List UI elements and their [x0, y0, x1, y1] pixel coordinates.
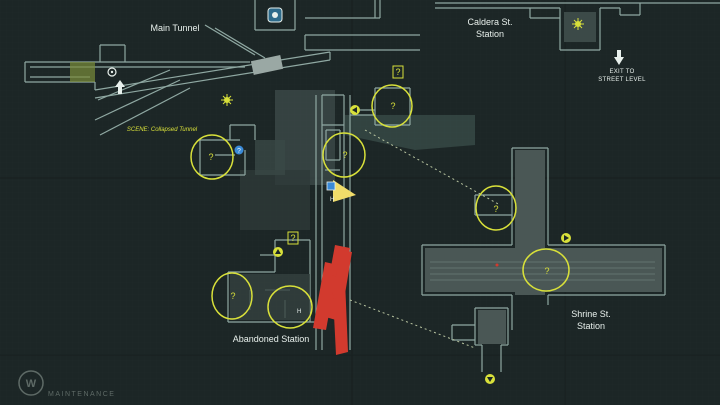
- tunnel-train-car: [250, 55, 284, 75]
- collectible-circles: [190, 84, 570, 329]
- collectible-marker-3[interactable]: ?: [342, 150, 347, 160]
- gear-icon: [107, 67, 117, 77]
- shrine-red-dot: [495, 263, 499, 267]
- shrine-track-lines: [430, 261, 655, 281]
- info-icon[interactable]: ?: [234, 145, 244, 156]
- shrine-station-label: Shrine St. Station: [571, 309, 611, 331]
- caldera-station-label: Caldera St. Station: [467, 17, 513, 39]
- svg-text:W: W: [26, 378, 37, 390]
- sun-rays: [221, 18, 584, 106]
- player-marker-icon[interactable]: [326, 180, 356, 202]
- main-tunnel-label: Main Tunnel: [150, 23, 200, 33]
- tunnel-segment-highlight: [70, 62, 95, 82]
- scene-collapsed-label: SCENE: Collapsed Tunnel: [126, 127, 198, 133]
- save-room-icon[interactable]: [267, 7, 283, 23]
- collectible-boxes: [287, 65, 404, 245]
- collectible-marker-6[interactable]: ?: [230, 291, 235, 301]
- shrine-station-walls: [421, 147, 666, 372]
- collectible-marker-4[interactable]: ?: [493, 204, 498, 214]
- connection-lines: [349, 129, 501, 349]
- footer-brand-label: MAINTENANCE: [48, 391, 116, 398]
- collapse-debris: [313, 245, 352, 355]
- west-rooms-walls: [199, 124, 256, 176]
- stairs-icon: H H: [297, 197, 334, 315]
- direction-arrow-icons: [273, 105, 571, 384]
- shrine-platform-fill: [425, 248, 662, 292]
- exit-street-label: EXIT TO STREET LEVEL: [598, 69, 646, 83]
- svg-text:H: H: [297, 309, 301, 315]
- up-arrow-icon: [115, 80, 125, 94]
- collectible-marker-7[interactable]: ?: [395, 67, 400, 77]
- collectible-marker-1[interactable]: ?: [390, 101, 395, 111]
- collectible-marker-2[interactable]: ?: [208, 152, 213, 162]
- main-tunnel-walls: [24, 0, 420, 136]
- collectible-marker-8[interactable]: ?: [290, 233, 295, 243]
- collectible-marker-5[interactable]: ?: [544, 266, 549, 276]
- exit-arrow-icon[interactable]: [614, 50, 624, 65]
- caldera-station-walls: [435, 2, 720, 51]
- svg-text:?: ?: [237, 148, 241, 155]
- explored-zones: [240, 90, 475, 230]
- caldera-room-fill: [564, 12, 596, 42]
- brand-logo: W: [18, 370, 44, 396]
- shrine-south-fill: [478, 310, 506, 344]
- svg-text:H: H: [330, 197, 334, 203]
- abandoned-station-label: Abandoned Station: [232, 334, 310, 344]
